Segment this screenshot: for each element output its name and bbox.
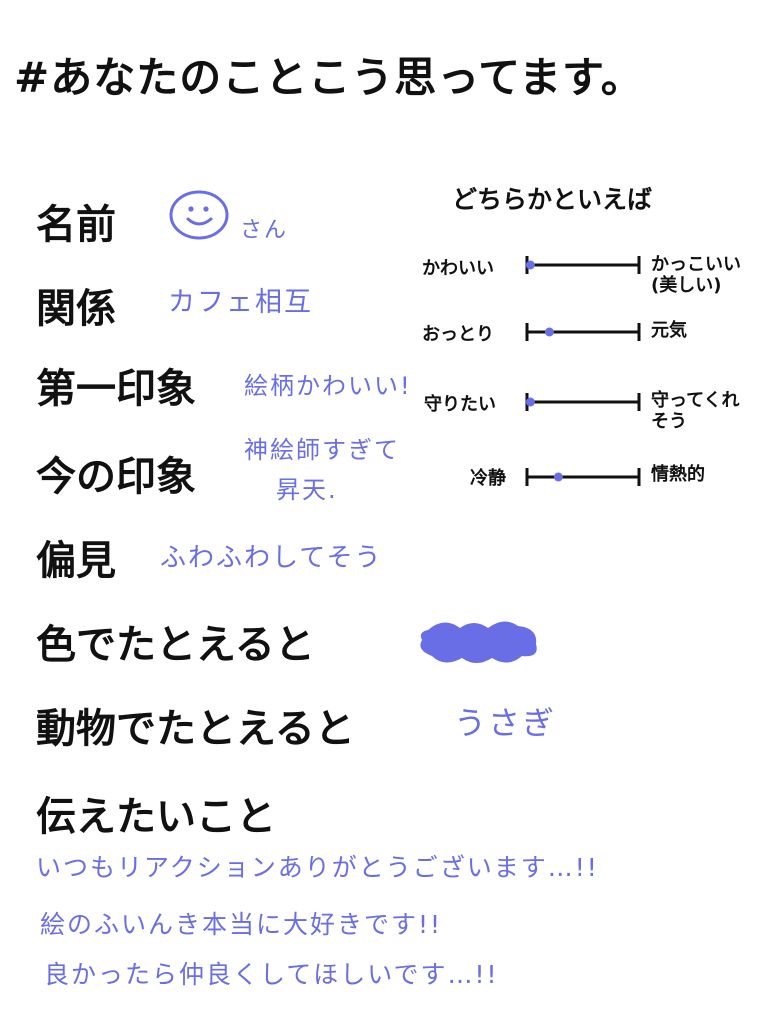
scale-marker-dot: [544, 327, 554, 337]
label-color: 色でたとえると: [36, 622, 315, 668]
label-name: 名前: [36, 202, 116, 248]
label-bias: 偏見: [36, 538, 116, 584]
animal-value: うさぎ: [454, 704, 557, 742]
scale-3-right-label-2: そう: [651, 411, 687, 432]
label-relation: 関係: [36, 286, 116, 332]
scale-marker-dot: [525, 260, 535, 270]
relation-value: カフェ相互: [168, 287, 313, 318]
scale-1-right-label: かっこいい: [651, 254, 741, 275]
message-line-3: 良かったら仲良くしてほしいです…!!: [44, 960, 499, 989]
scale-1-line: [525, 256, 641, 274]
label-animal: 動物でたとえると: [36, 706, 355, 752]
scale-3-left-label: 守りたい: [424, 394, 496, 415]
scale-2-left-label: おっとり: [422, 324, 494, 345]
scale-marker-dot: [525, 397, 535, 407]
scale-marker-dot: [553, 472, 563, 482]
scale-4-line: [525, 468, 641, 486]
color-swatch-scribble: [420, 621, 537, 663]
label-first-impression: 第一印象: [36, 366, 196, 412]
current-impression-value-line1: 神絵師すぎて: [244, 436, 400, 464]
label-message: 伝えたいこと: [36, 794, 276, 840]
current-impression-value-line2: 昇天.: [276, 476, 338, 504]
scale-2-line: [525, 323, 641, 341]
scale-1-right-label-2: (美しい): [651, 275, 722, 296]
scale-4-left-label: 冷静: [470, 468, 506, 489]
scale-4-right-label: 情熱的: [651, 464, 705, 485]
scale-2-right-label: 元気: [651, 320, 687, 341]
scale-heading: どちらかといえば: [452, 185, 653, 214]
scale-1-left-label: かわいい: [422, 258, 494, 279]
page-title: #あなたのことこう思ってます。: [14, 53, 644, 102]
message-line-2: 絵のふいんき本当に大好きです!!: [40, 910, 443, 939]
smiley-face-icon: [169, 190, 229, 240]
scale-3-right-label: 守ってくれ: [651, 390, 740, 411]
message-line-1: いつもリアクションありがとうございます…!!: [36, 853, 599, 882]
first-impression-value: 絵柄かわいい!: [244, 372, 412, 400]
name-value: さん: [240, 218, 289, 243]
bias-value: ふわふわしてそう: [160, 543, 383, 573]
scale-3-line: [525, 393, 641, 411]
label-current-impression: 今の印象: [36, 454, 196, 500]
